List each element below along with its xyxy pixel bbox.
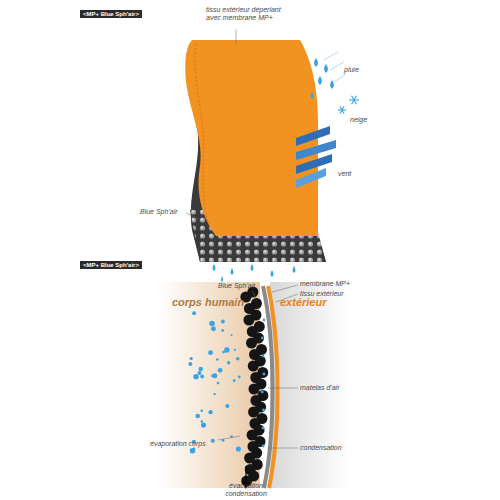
condensation-drop: [262, 445, 265, 448]
tag-text: <MP+ Blue Sph'air>: [83, 262, 139, 268]
vapor-drop: [213, 393, 215, 395]
air-bubble: [248, 361, 259, 372]
part-label: Blue Sph'air: [140, 208, 178, 216]
vapor-drop: [224, 347, 229, 352]
vapor-drop: [234, 349, 236, 351]
vapor-drop: [211, 374, 214, 377]
vapor-drop: [208, 350, 213, 355]
vapor-drop: [236, 446, 241, 451]
fabric-illustration: [185, 40, 359, 282]
part-label: vent: [338, 170, 351, 178]
vapor-drop: [200, 410, 203, 413]
vapor-drop: [197, 371, 201, 375]
vapor-drop: [211, 439, 215, 443]
condensation-drop: [262, 427, 265, 430]
condensation-drop: [261, 391, 264, 394]
condensation-drop: [262, 409, 265, 412]
vapor-drop: [211, 326, 216, 331]
leader-lines: [218, 285, 298, 448]
air-bubble: [246, 338, 257, 349]
vapor-drop: [190, 357, 193, 360]
vapor-drop: [238, 375, 241, 378]
part-label: tissu extérieur déperlant avec membrane …: [206, 6, 284, 22]
condensation-drop: [263, 373, 266, 376]
vapor-drop: [230, 334, 232, 336]
vapor-drop: [216, 358, 219, 361]
part-label: Blue Sph'air: [218, 282, 256, 290]
leader-lines: [186, 29, 236, 220]
vapor-drop: [208, 410, 212, 414]
vapor-drop: [199, 367, 203, 371]
series-tag: <MP+ Blue Sph'air>: [80, 261, 142, 269]
part-label: évaporation corps: [150, 440, 206, 448]
part-label: neige: [350, 116, 367, 124]
vapor-drop: [225, 404, 229, 408]
vapor-drop: [193, 448, 196, 451]
layers-illustration: [160, 282, 350, 489]
condensation-drop: [262, 355, 265, 358]
vapor-drop: [227, 361, 230, 364]
vapor-drop: [221, 329, 224, 332]
air-bubble: [243, 315, 254, 326]
vapor-drop: [236, 357, 240, 361]
vapor-drop: [193, 374, 198, 379]
vapor-drop: [201, 420, 203, 422]
vapor-drop: [200, 375, 204, 379]
part-label: évacuation condensation: [216, 482, 276, 498]
condensation-drop: [261, 337, 264, 340]
part-label: membrane MP+: [300, 280, 350, 288]
vapor-drop: [190, 448, 195, 453]
part-label: pluie: [344, 66, 359, 74]
vapor-drop: [218, 368, 223, 373]
condensation-drop: [263, 319, 266, 322]
vapor-drop: [188, 362, 192, 366]
tag-text: <MP+ Blue Sph'air>: [83, 11, 139, 17]
vapor-drop: [195, 414, 200, 419]
vapor-drop: [233, 379, 236, 382]
region-label: corps humain: [172, 296, 244, 309]
part-label: matelas d'air: [300, 384, 339, 392]
vapor-drop: [201, 422, 206, 427]
vapor-drop: [221, 320, 225, 324]
series-tag: <MP+ Blue Sph'air>: [80, 10, 142, 18]
vapor-drop: [217, 382, 220, 385]
vapor-drop: [192, 311, 196, 315]
part-label: condensation: [300, 444, 342, 452]
region-label: extérieur: [280, 296, 326, 309]
air-bubble: [248, 384, 259, 395]
vapor-drop: [209, 321, 215, 327]
